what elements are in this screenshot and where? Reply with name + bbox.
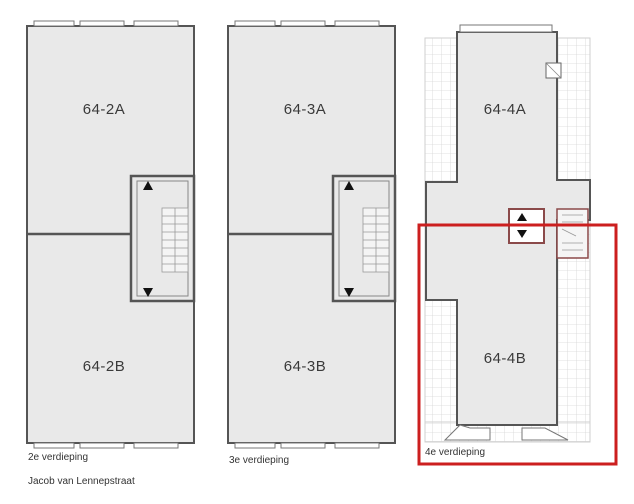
- floor-plan-2e: 64-2A 64-2B: [26, 20, 196, 449]
- lift-up-arrow-icon: [344, 181, 354, 190]
- lift-down-arrow-icon: [143, 288, 153, 297]
- floor-plan-4e: 64-4A 64-4B: [424, 24, 591, 443]
- lift-up-arrow-icon: [517, 213, 527, 221]
- caption-2e-verdieping: 2e verdieping: [28, 452, 89, 463]
- stair-core-3: [331, 174, 397, 303]
- unit-label-64-4A: 64-4A: [484, 101, 527, 118]
- lift-down-arrow-icon: [517, 230, 527, 238]
- street-name: Jacob van Lennepstraat: [28, 476, 135, 487]
- unit-label-64-3A: 64-3A: [284, 101, 327, 118]
- stair-core-2: [129, 174, 196, 303]
- lift-down-arrow-icon: [344, 288, 354, 297]
- lift-up-arrow-icon: [143, 181, 153, 190]
- unit-label-64-2B: 64-2B: [83, 358, 126, 375]
- highlight-frame-64-4B: [417, 223, 618, 466]
- unit-label-64-3B: 64-3B: [284, 358, 327, 375]
- floor-plan-3e: 64-3A 64-3B: [227, 20, 397, 449]
- unit-label-64-2A: 64-2A: [83, 101, 126, 118]
- unit-label-64-4B: 64-4B: [484, 350, 527, 367]
- caption-3e-verdieping: 3e verdieping: [229, 455, 290, 466]
- caption-4e-verdieping: 4e verdieping: [425, 447, 486, 458]
